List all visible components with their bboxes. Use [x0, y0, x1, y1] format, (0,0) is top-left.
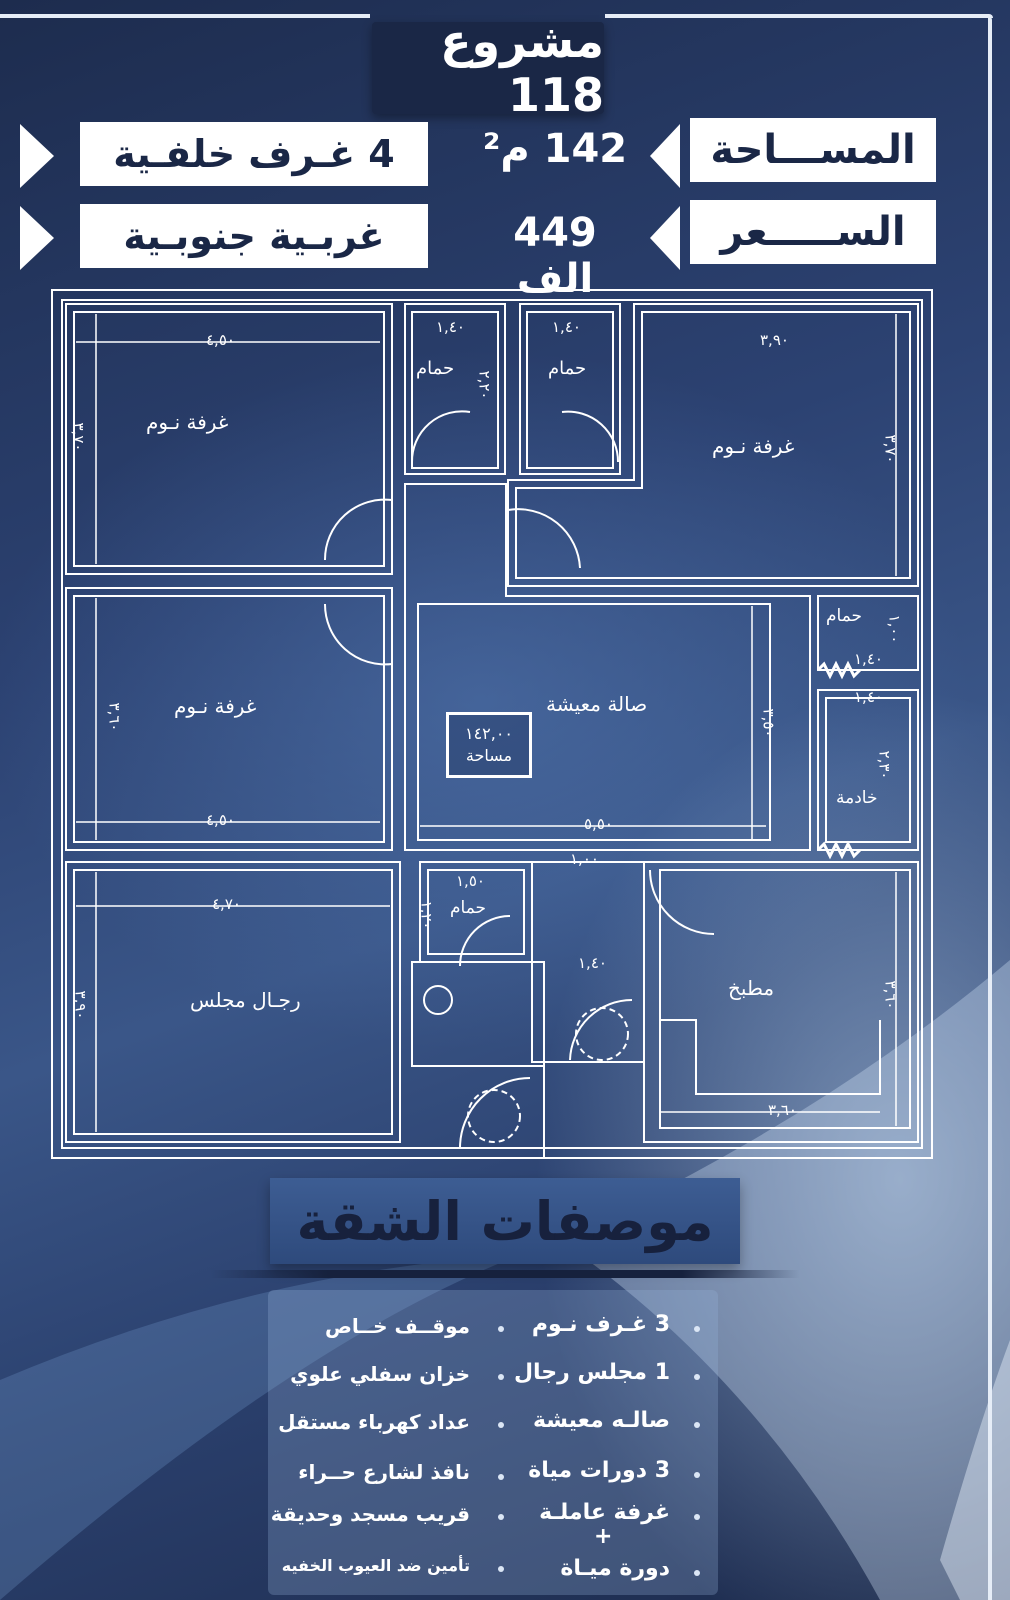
room-label-bathroom-1: حمام — [416, 358, 455, 379]
bullet-icon — [498, 1422, 504, 1428]
spec-item: دورة ميـاة — [560, 1556, 670, 1581]
room-label-bathroom-2: حمام — [548, 358, 587, 379]
dimension-label: ١,٤٠ — [552, 318, 581, 336]
bullet-icon — [694, 1326, 700, 1332]
room-label-kitchen: مطبخ — [728, 976, 775, 1000]
chevron-right-icon — [20, 206, 54, 270]
dimension-label: ٣,٦٠ — [881, 980, 900, 1010]
dimension-label: ١,٠٠ — [570, 850, 599, 868]
dimension-label: ٢,٢٠ — [475, 370, 494, 400]
project-title: مشروع 118 — [440, 14, 604, 122]
room-label-maid-room: خادمة — [836, 788, 878, 808]
chevron-right-icon — [20, 124, 54, 188]
dimension-label: ٣,٩٠ — [760, 331, 789, 349]
bullet-icon — [498, 1474, 504, 1480]
facing-label: غربـية جنوبـية — [80, 204, 428, 268]
spec-item: نافذ لشارع حــراء — [298, 1460, 470, 1484]
area-value: 142 م² — [482, 126, 628, 172]
dimension-label: ٢,٣٠ — [875, 750, 894, 780]
dimension-label: ٥,٥٠ — [584, 815, 613, 833]
dimension-label: ٣,٦٠ — [105, 702, 124, 732]
dimension-label: ١,٥٠ — [456, 872, 485, 890]
area-stamp: ١٤٢,٠٠ مساحة — [446, 712, 532, 778]
dimension-label: ٣,٩٠ — [71, 990, 90, 1020]
price-label: الســـــعر — [690, 200, 936, 264]
floor-plan-drawing — [0, 0, 1010, 1200]
room-label-bedroom-1: غرفة نـوم — [146, 410, 229, 434]
spec-item: 3 غـرف نـوم — [531, 1312, 670, 1337]
chevron-left-icon — [650, 124, 680, 188]
top-frame-line-left — [0, 14, 370, 18]
dimension-label: ٣,٥٠ — [759, 708, 778, 738]
bullet-icon — [498, 1326, 504, 1332]
bullet-icon — [694, 1374, 700, 1380]
bullet-icon — [498, 1514, 504, 1520]
specs-title: موصفات الشقة — [296, 1189, 714, 1253]
room-label-bathroom-3: حمام — [826, 606, 863, 626]
dimension-label: ١,٠٠ — [885, 614, 904, 644]
spec-item: صالـه معيشة — [532, 1408, 670, 1433]
dimension-label: ٣,٧٠ — [881, 434, 900, 464]
spec-item: 3 دورات مياة — [528, 1458, 670, 1483]
dimension-label: ٣,٦٠ — [768, 1101, 797, 1119]
bullet-icon — [498, 1374, 504, 1380]
chevron-left-icon — [650, 206, 680, 270]
dimension-label: ٤,٧٠ — [212, 895, 241, 913]
bullet-icon — [694, 1570, 700, 1576]
spec-item: 1 مجلس رجال — [513, 1360, 670, 1385]
area-stamp-label: مساحة — [465, 746, 513, 765]
specs-title-banner: موصفات الشقة — [270, 1178, 740, 1264]
bullet-icon — [694, 1472, 700, 1478]
top-frame-line-right — [605, 14, 993, 18]
room-label-bedroom-2: غرفة نـوم — [712, 434, 795, 458]
dimension-label: ١,٤٠ — [854, 650, 883, 668]
spec-item: قريب مسجد وحديقة — [270, 1502, 470, 1526]
bullet-icon — [694, 1422, 700, 1428]
specs-title-underline — [210, 1270, 800, 1278]
rooms-label: 4 غـرف خلفـية — [80, 122, 428, 186]
room-label-living-hall: صالة معيشة — [546, 692, 648, 716]
spec-item: موقــف خــاص — [325, 1314, 470, 1338]
room-label-majlis: رجـال مجلس — [190, 988, 301, 1012]
right-frame-line — [988, 16, 992, 1600]
room-label-bedroom-3: غرفة نـوم — [174, 694, 257, 718]
area-label: المســـاحة — [690, 118, 936, 182]
spec-item: خزان سفلي علوي — [290, 1362, 470, 1386]
spec-item: تأمين ضد العيوب الخفيه — [281, 1556, 470, 1575]
spec-item: عداد كهرباء مستقل — [278, 1410, 470, 1434]
dimension-label: ١,٤٠ — [854, 688, 883, 706]
area-stamp-value: ١٤٢,٠٠ — [464, 724, 514, 743]
bullet-icon — [694, 1514, 700, 1520]
project-title-box: مشروع 118 — [372, 14, 604, 122]
dimension-label: ١,٤٠ — [436, 318, 465, 336]
specs-panel — [268, 1290, 718, 1595]
bullet-icon — [498, 1566, 504, 1572]
dimension-label: ٤,٥٠ — [206, 331, 235, 349]
dimension-label: ٣,٧٠ — [69, 422, 88, 452]
room-label-bathroom-4: حمام — [450, 898, 487, 918]
spec-item: غرفة عاملـة — [539, 1500, 670, 1525]
dimension-label: ١,٤٠ — [578, 954, 607, 972]
dimension-label: ١,٢٠ — [417, 900, 436, 930]
price-value: 449 الف — [513, 210, 597, 302]
dimension-label: ٤,٥٠ — [206, 811, 235, 829]
spec-plus: + — [594, 1524, 613, 1549]
